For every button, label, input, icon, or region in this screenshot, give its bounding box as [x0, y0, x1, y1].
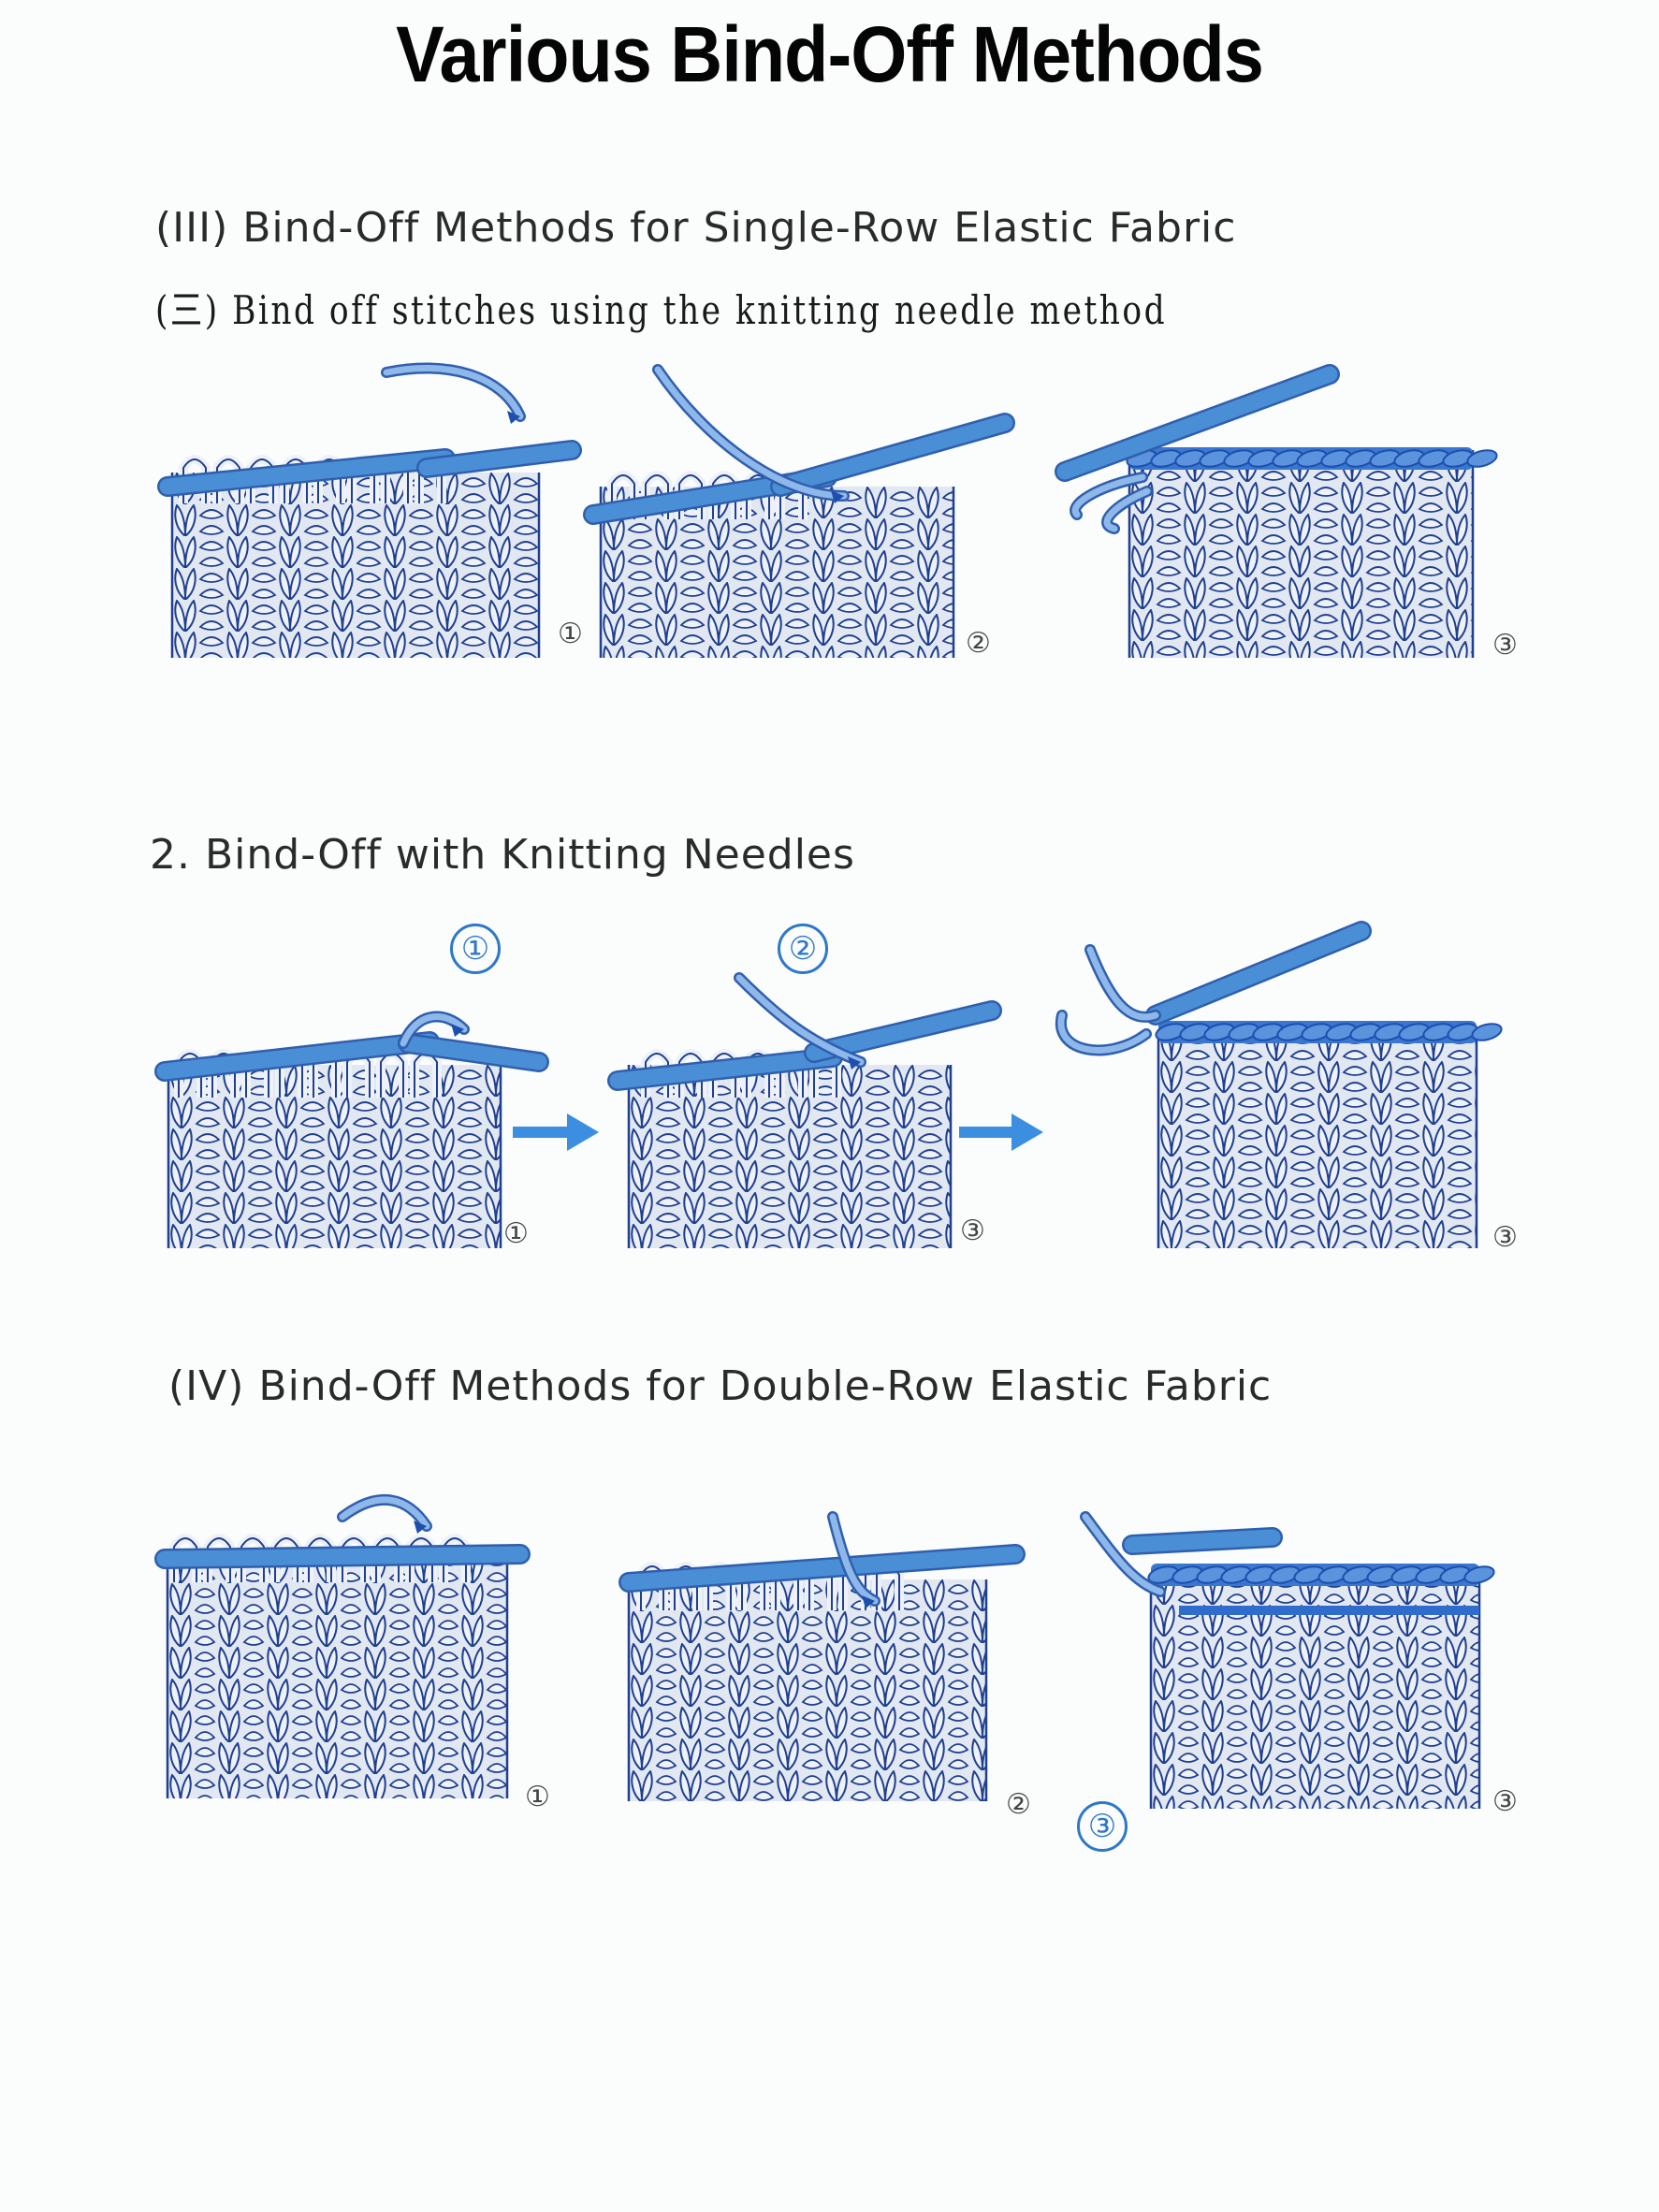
right-arrow-icon	[959, 1113, 1043, 1151]
knitting-diagram-iv-1	[154, 1494, 531, 1798]
step-number: ①	[525, 1781, 550, 1813]
section-iii-heading: (III) Bind-Off Methods for Single-Row El…	[155, 204, 1237, 252]
callout-step-1: ①	[450, 924, 501, 974]
direction-arrow-icon	[414, 1521, 427, 1534]
knitting-needle	[157, 448, 456, 497]
knit-fabric	[167, 1551, 507, 1798]
knitting-needle	[618, 1544, 1026, 1593]
knitting-diagram-2-1	[154, 1011, 549, 1248]
knitting-needle	[1055, 364, 1340, 482]
knitting-needle	[154, 1031, 440, 1082]
direction-arrow-icon	[862, 1595, 875, 1608]
section-2-heading: 2. Bind-Off with Knitting Needles	[150, 831, 855, 879]
bound-off-row	[1179, 1606, 1479, 1615]
step-number: ②	[966, 627, 991, 660]
direction-arrow-icon	[507, 411, 520, 424]
step-number: ①	[503, 1217, 529, 1250]
step-number: ③	[1492, 629, 1518, 662]
knit-fabric	[1129, 450, 1473, 658]
knitting-diagram-2-3	[1055, 921, 1503, 1248]
knitting-needle	[416, 440, 582, 478]
knitting-needle	[1145, 921, 1372, 1026]
knit-fabric	[1158, 1029, 1477, 1248]
step-number: ②	[1006, 1788, 1031, 1821]
step-number: ①	[558, 618, 583, 650]
direction-arrow-icon	[848, 1056, 861, 1070]
section-iv-heading: (IV) Bind-Off Methods for Double-Row Ela…	[168, 1362, 1273, 1410]
knitting-needle	[398, 1033, 549, 1072]
bound-off-edge	[1126, 447, 1498, 470]
knit-fabric	[629, 1579, 986, 1801]
direction-arrow-icon	[831, 490, 844, 503]
knitting-needle	[1122, 1527, 1283, 1555]
right-arrow-icon	[513, 1113, 599, 1151]
knitting-diagram-2-2	[607, 972, 1002, 1248]
knitting-needle	[607, 1047, 843, 1091]
knitting-needle	[804, 1000, 1002, 1063]
direction-arrow-icon	[451, 1024, 464, 1037]
knitting-needle	[154, 1544, 531, 1569]
bound-off-edge	[1147, 1564, 1495, 1586]
knitting-diagram-iv-2	[618, 1511, 1026, 1801]
bound-off-edge	[1155, 1021, 1503, 1043]
step-number: ③	[1492, 1785, 1518, 1818]
callout-step-3: ③	[1077, 1801, 1128, 1852]
knitting-diagram-iii-2	[583, 364, 1015, 658]
callout-step-2: ②	[778, 924, 828, 974]
page-title: Various Bind-Off Methods	[396, 10, 1264, 98]
step-number: ③	[960, 1215, 985, 1247]
knitting-diagram-iii-1	[157, 362, 582, 658]
step-number: ③	[1492, 1221, 1518, 1254]
knitting-needle	[770, 413, 1015, 497]
knitting-diagram-iv-3	[1080, 1511, 1495, 1809]
knitting-diagram-iii-3	[1055, 364, 1498, 658]
section-iii-subheading: (三) Bind off stitches using the knitting…	[155, 287, 1168, 333]
